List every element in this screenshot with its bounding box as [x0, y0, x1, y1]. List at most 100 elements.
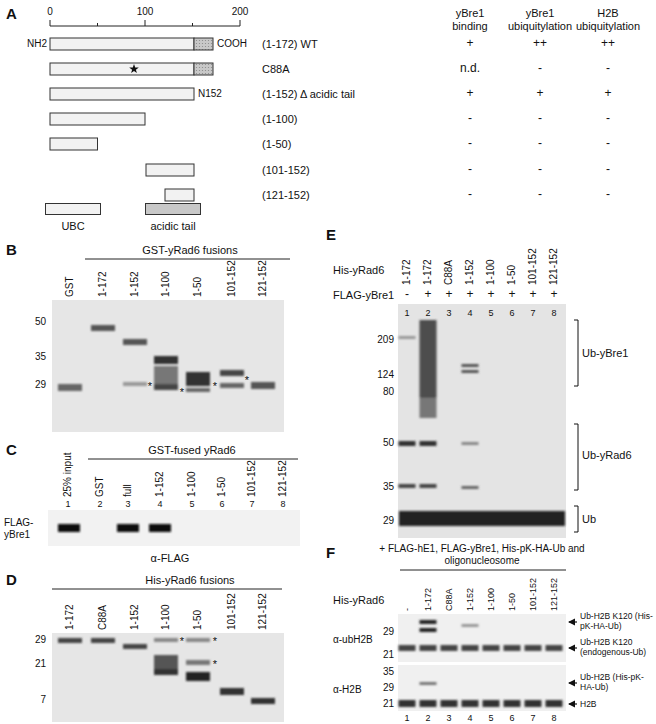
gel-d	[52, 633, 284, 722]
figure-label: 2	[425, 308, 430, 318]
figure-label: 7	[249, 499, 254, 509]
figure-label: 4	[467, 308, 472, 318]
figure-label: (101-152)	[262, 164, 310, 177]
figure-label: 3	[446, 713, 451, 723]
figure-label: -	[538, 163, 542, 177]
lane-label: GST	[65, 276, 75, 297]
figure-label: His-yRad6	[333, 264, 384, 277]
lane-label: 121-152	[549, 248, 559, 285]
lane-label: 1-50	[193, 277, 203, 297]
lane-label: 101-152	[227, 260, 237, 297]
figure-label: 29	[35, 634, 46, 646]
scale-axis	[50, 20, 240, 26]
figure-label: +	[536, 87, 543, 101]
figure-label: Ub-yRad6	[582, 449, 632, 462]
figure-label: -	[538, 137, 542, 151]
legend-swatch	[45, 203, 101, 215]
figure-label: -	[468, 137, 472, 151]
figure-label: *	[180, 386, 184, 399]
figure-label: 0	[47, 6, 53, 18]
lane-label: 1-50	[507, 265, 517, 285]
figure-label: 50	[383, 437, 394, 449]
lane-label: 1-172	[65, 604, 75, 630]
figure-label: Ub-H2B K120 (His-pK-HA-Ub)	[580, 612, 654, 632]
figure-label: Ub-H2B K120 (endogenous-Ub)	[580, 638, 654, 658]
figure-label: α-ubH2B	[333, 634, 373, 646]
figure-label: GST-yRad6 fusions	[142, 244, 237, 257]
legend-text: acidic tail	[150, 220, 195, 233]
panel-letter: B	[6, 241, 17, 258]
figure-label: 209	[377, 334, 394, 346]
figure-label: *	[213, 635, 217, 648]
figure-label: 35	[383, 666, 394, 678]
lane-label: 1-152	[130, 604, 140, 630]
lane-label: 1-100	[161, 271, 171, 297]
figure-label: n.d.	[460, 62, 480, 76]
gel-e	[398, 304, 578, 538]
lane-label: C88A	[98, 605, 108, 630]
figure-label: -	[606, 62, 610, 76]
figure-label: -	[606, 163, 610, 177]
lane-label: 1-152	[155, 471, 165, 497]
figure-label: 29	[383, 626, 394, 638]
lane-label: 121-152	[278, 460, 288, 497]
figure-label: Ub	[582, 513, 596, 526]
lane-label: 1-50	[193, 610, 203, 630]
figure-label: -	[405, 288, 409, 302]
figure-label: -	[538, 62, 542, 76]
lane-label: 1-100	[161, 604, 171, 630]
gel-f	[398, 614, 577, 711]
lane-label: 1-100	[486, 259, 496, 285]
mutation-star	[129, 64, 139, 73]
figure-label: +	[466, 87, 473, 101]
figure-label: N152	[198, 88, 222, 100]
figure-label: (1-100)	[262, 113, 297, 126]
figure-label: ++	[601, 37, 615, 51]
panel-letter: A	[6, 5, 17, 22]
figure-label: 80	[383, 386, 394, 398]
lane-label: 121-152	[258, 260, 268, 297]
figure-label: -	[538, 112, 542, 126]
figure-label: 2	[97, 499, 102, 509]
panel-letter: D	[6, 571, 17, 588]
figure-label: +	[508, 288, 515, 302]
figure-label: 29	[383, 682, 394, 694]
legend-text: UBC	[61, 220, 84, 233]
figure-label: 8	[551, 713, 556, 723]
lane-label: C88A	[445, 588, 454, 611]
lane-label: 121-152	[550, 578, 559, 611]
figure-label: 1	[404, 713, 409, 723]
figure-label: 7	[530, 713, 535, 723]
figure-label: α-FLAG	[151, 552, 190, 565]
figure-label: -	[468, 112, 472, 126]
figure-label: 3	[125, 499, 130, 509]
lane-label: full	[123, 484, 133, 497]
figure-label: 2	[425, 713, 430, 723]
figure-label: -	[606, 112, 610, 126]
figure-label: 3	[446, 308, 451, 318]
figure-label: +	[466, 37, 473, 51]
figure-label: 8	[551, 308, 556, 318]
lane-label: 1-172	[402, 259, 412, 285]
figure-label: (121-152)	[262, 189, 310, 202]
figure-label: FLAG-yBre1	[333, 289, 394, 302]
lane-label: 1-100	[487, 588, 496, 611]
figure-label: 5	[189, 499, 194, 509]
lane-label: 25% input	[63, 453, 73, 497]
lane-label: 1-152	[130, 271, 140, 297]
lane-label: 1-100	[187, 471, 197, 497]
figure-label: 5	[488, 308, 493, 318]
lane-label: 1-152	[465, 259, 475, 285]
figure-label: (1-50)	[262, 138, 291, 151]
figure-label: *	[148, 380, 152, 393]
figure-label: GST-fused yRad6	[148, 444, 235, 457]
lane-label: 1-50	[508, 593, 517, 611]
figure-label: *	[180, 635, 184, 648]
lane-label: 1-172	[424, 588, 433, 611]
figure-label: 29	[383, 515, 394, 527]
figure-label: *	[213, 658, 217, 671]
figure-label: 7	[40, 694, 46, 706]
figure-label: 21	[35, 658, 46, 670]
figure-label: 21	[383, 649, 394, 661]
legend-swatch	[145, 203, 201, 215]
